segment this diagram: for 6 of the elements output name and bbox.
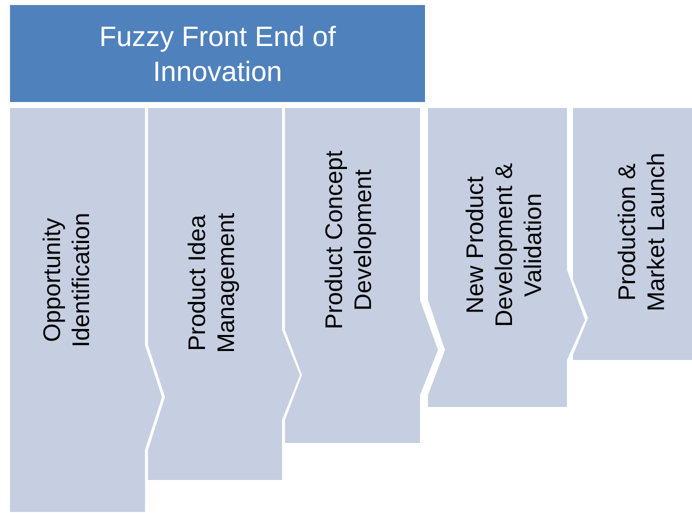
stage-label: New Product Development & Validation (462, 162, 548, 330)
title-banner: Fuzzy Front End of Innovation (10, 5, 425, 102)
stage-label: Opportunity Identification (39, 212, 96, 350)
stage-label: Product Concept Development (321, 150, 378, 332)
stage-label: Product Idea Management (184, 212, 241, 356)
stage-label: Production & Market Launch (614, 152, 671, 314)
